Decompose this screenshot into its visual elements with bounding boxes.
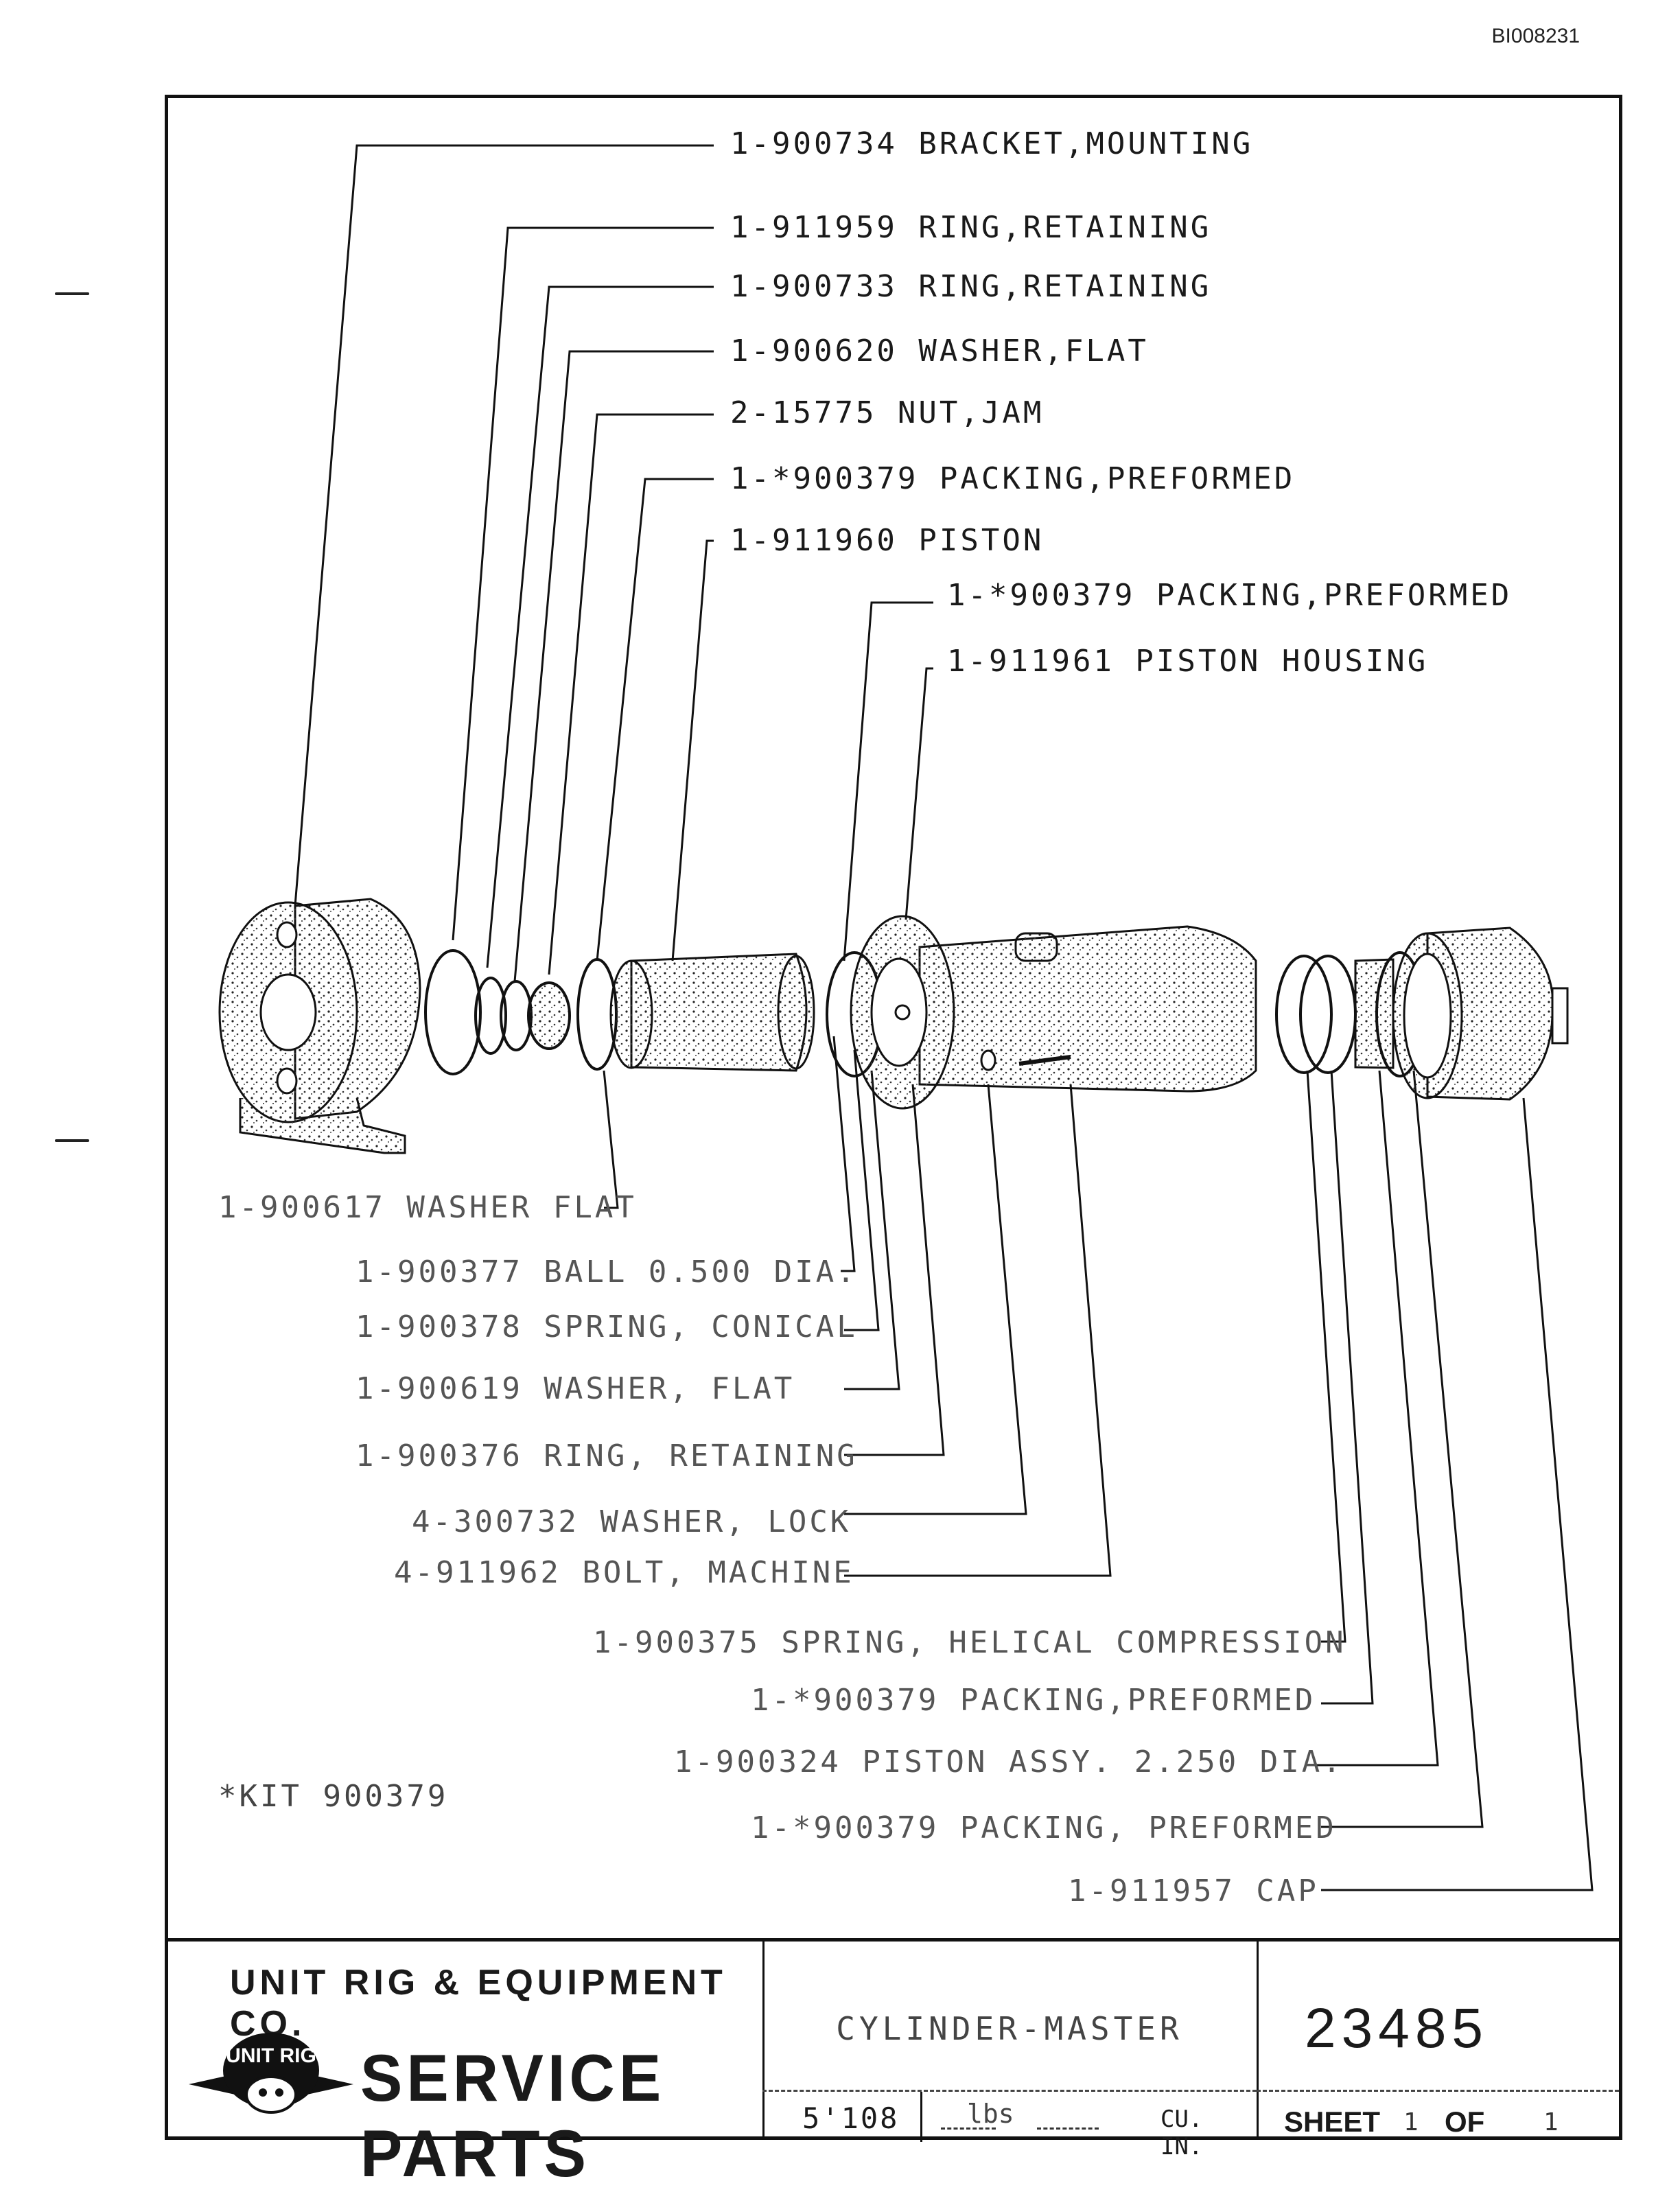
- leader-10: [603, 1070, 619, 1209]
- callout-cap: 1-911957 CAP: [1068, 1874, 1319, 1909]
- cap: [1392, 926, 1569, 1101]
- callout-piston-housing: 1-911961 PISTON HOUSING: [947, 644, 1429, 679]
- lbs-blank: [941, 2127, 996, 2130]
- leader-20: [1321, 1070, 1484, 1828]
- title-block: UNIT RIG & EQUIPMENT CO. UNIT RIG SERVIC…: [168, 1938, 1619, 2191]
- leader-8: [843, 601, 933, 961]
- callout-washer-flat-2: 1-900617 WASHER FLAT: [218, 1190, 637, 1225]
- sheet-total: 1: [1543, 2108, 1559, 2136]
- callout-piston: 1-911960 PISTON: [730, 523, 1045, 558]
- callout-ring-retaining-2: 1-900733 RING,RETAINING: [730, 269, 1212, 304]
- callout-packing-preformed-2: 1-*900379 PACKING,PREFORMED: [947, 578, 1513, 613]
- callout-spring-helical: 1-900375 SPRING, HELICAL COMPRESSION: [593, 1625, 1346, 1660]
- part-description: CYLINDER-MASTER: [836, 2010, 1183, 2047]
- callout-ball: 1-900377 BALL 0.500 DIA.: [355, 1255, 858, 1290]
- logo-text: UNIT RIG: [226, 2044, 316, 2067]
- margin-mark-bottom: [55, 1139, 89, 1142]
- leader-6: [596, 478, 714, 961]
- weight-row: 5'108 lbs CU. IN.: [762, 2090, 1257, 2160]
- callout-spring-conical: 1-900378 SPRING, CONICAL: [355, 1309, 858, 1344]
- leader-9: [905, 667, 933, 920]
- date-code: 5'108: [802, 2101, 900, 2135]
- leader-11: [832, 1036, 856, 1272]
- callout-nut-jam: 2-15775 NUT,JAM: [730, 395, 1045, 430]
- document-id: BI008231: [1491, 25, 1580, 47]
- callout-ring-retaining-3: 1-900376 RING, RETAINING: [355, 1438, 858, 1473]
- drawing-number: 23485: [1305, 1997, 1489, 2060]
- service-parts-heading: SERVICE PARTS: [360, 2041, 666, 2191]
- small-parts: [424, 949, 618, 1075]
- piston: [609, 951, 883, 1077]
- sheet-label: SHEET: [1284, 2106, 1381, 2138]
- callout-packing-preformed-4: 1-*900379 PACKING, PREFORMED: [751, 1810, 1337, 1845]
- callout-packing-preformed-3: 1-*900379 PACKING,PREFORMED: [751, 1683, 1316, 1718]
- title-block-number-cell: 23485 SHEET 1 OF 1: [1257, 1942, 1619, 2140]
- leader-4: [513, 350, 714, 982]
- kit-note: *KIT 900379: [218, 1779, 449, 1814]
- callout-piston-assy: 1-900324 PISTON ASSY. 2.250 DIA.: [674, 1745, 1344, 1780]
- callout-washer-flat-3: 1-900619 WASHER, FLAT: [355, 1371, 795, 1406]
- leader-15: [844, 1084, 1027, 1515]
- piston-housing: [850, 915, 1257, 1110]
- leader-1: [294, 144, 714, 907]
- callout-washer-flat-1: 1-900620 WASHER,FLAT: [730, 334, 1149, 369]
- leader-3: [486, 285, 714, 968]
- unit-rig-logo: UNIT RIG: [189, 2033, 353, 2114]
- cu-label: CU. IN.: [1160, 2106, 1203, 2160]
- leader-21: [1321, 1097, 1594, 1891]
- callout-ring-retaining-1: 1-911959 RING,RETAINING: [730, 210, 1212, 245]
- drawing-border: [165, 95, 1622, 2140]
- cu-blank: [1037, 2127, 1099, 2130]
- leader-17: [1306, 1070, 1346, 1643]
- leader-12: [844, 1049, 880, 1331]
- of-label: OF: [1445, 2106, 1485, 2138]
- leader-16: [844, 1084, 1112, 1577]
- sheet-number: 1: [1403, 2108, 1419, 2136]
- leader-5: [548, 413, 714, 975]
- leader-7: [671, 539, 714, 961]
- lbs-label: lbs: [967, 2099, 1014, 2129]
- leader-14: [844, 1084, 945, 1456]
- callout-washer-lock: 4-300732 WASHER, LOCK: [412, 1504, 852, 1539]
- callout-bolt-machine: 4-911962 BOLT, MACHINE: [394, 1555, 854, 1590]
- title-block-description-cell: CYLINDER-MASTER 5'108 lbs CU. IN.: [762, 1942, 1259, 2160]
- leader-18: [1321, 1070, 1374, 1705]
- leader-2: [452, 226, 714, 941]
- spring-and-piston-assy: [1275, 951, 1425, 1077]
- sheet-row: SHEET 1 OF 1: [1257, 2090, 1619, 2142]
- mounting-bracket: [218, 898, 421, 1154]
- leader-19: [1311, 1070, 1439, 1767]
- callout-packing-preformed-1: 1-*900379 PACKING,PREFORMED: [730, 461, 1296, 496]
- company-name: UNIT RIG & EQUIPMENT CO.: [230, 1963, 727, 2044]
- callout-bracket-mounting: 1-900734 BRACKET,MOUNTING: [730, 126, 1254, 161]
- leader-13: [844, 1070, 900, 1390]
- weight-divider: [920, 2092, 922, 2142]
- title-block-company-cell: UNIT RIG & EQUIPMENT CO. UNIT RIG SERVIC…: [168, 1942, 765, 2191]
- margin-mark-top: [55, 292, 89, 295]
